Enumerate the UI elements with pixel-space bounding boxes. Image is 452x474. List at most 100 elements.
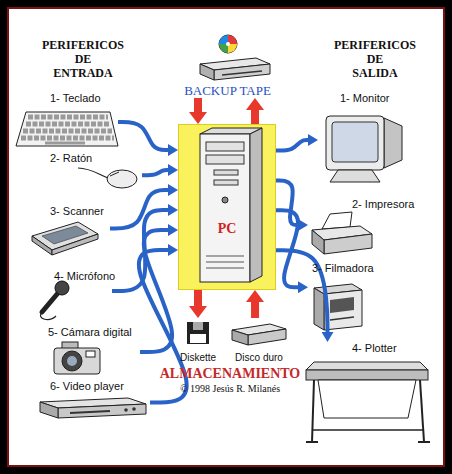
keyboard-keys <box>28 115 108 120</box>
pc-box: PC <box>178 124 276 290</box>
mouse-cable <box>78 168 108 178</box>
connector-arrow <box>276 140 308 151</box>
video-player-icon <box>58 404 146 418</box>
keyboard-keys <box>23 129 112 134</box>
tape-drive <box>200 64 214 80</box>
connector-arrow <box>142 170 168 175</box>
node-label: BACKUP TAPE <box>165 83 290 99</box>
input-device: 3- Scanner <box>28 205 110 252</box>
connector-arrow <box>140 230 172 352</box>
mouse-button <box>110 172 119 176</box>
camera-icon <box>62 342 78 349</box>
video-player-icon <box>40 402 58 418</box>
connector-arrow <box>112 210 168 291</box>
keyboard-icon <box>16 112 118 146</box>
camera-flash <box>86 351 95 357</box>
tape-drive <box>200 58 270 70</box>
tape-logo <box>219 35 228 44</box>
output-device: 1- Monitor <box>318 92 412 188</box>
copyright-note: © 1998 Jesús R. Milanés <box>140 383 320 394</box>
section-heading: ALMACENAMIENTO <box>140 366 320 382</box>
plotter-paper <box>318 380 416 418</box>
node-label: 4- Plotter <box>352 342 438 354</box>
tape-logo <box>219 44 228 53</box>
section-heading: PERIFERICOS DE SALIDA <box>325 38 425 80</box>
node-label: 5- Cámara digital <box>48 326 140 338</box>
monitor-screen <box>332 122 378 162</box>
input-device: 1- Teclado <box>14 92 118 152</box>
film-recorder-icon <box>324 290 362 330</box>
backup-tape: BACKUP TAPE <box>165 33 290 98</box>
storage-device: Diskette <box>172 318 224 366</box>
section-heading: PERIFERICOS DE ENTRADA <box>33 38 133 80</box>
connector-arrow <box>276 210 298 287</box>
input-device: 5- Cámara digital <box>30 326 140 378</box>
node-label: Diskette <box>172 352 224 363</box>
node-label: 1- Teclado <box>50 92 118 104</box>
plotter-leg <box>420 380 424 442</box>
microphone-icon <box>42 293 58 312</box>
camera-icon <box>54 348 100 374</box>
diskette-shutter <box>193 322 203 330</box>
printer-icon <box>324 234 372 254</box>
plotter-bar <box>312 429 424 431</box>
connector-arrow <box>194 98 202 112</box>
microphone-head <box>55 281 69 295</box>
video-player-button <box>132 407 136 411</box>
video-player-slot <box>70 411 110 413</box>
output-device: 4- Plotter <box>308 342 438 446</box>
connector-arrow <box>251 110 259 124</box>
input-device: 6- Video player <box>30 380 150 425</box>
node-label: 6- Video player <box>50 380 150 392</box>
keyboard-space <box>45 142 85 145</box>
printer-icon <box>312 226 372 240</box>
hard-disk-icon <box>232 324 286 335</box>
node-label: Disco duro <box>226 352 292 363</box>
camera-lens <box>67 356 77 366</box>
node-label: 3- Scanner <box>50 205 110 217</box>
keyboard-keys <box>26 122 110 127</box>
node-label: 1- Monitor <box>340 92 412 104</box>
tape-logo <box>228 44 237 53</box>
video-player-button <box>124 408 128 412</box>
scanner-side <box>32 236 52 255</box>
storage-device: Disco duro <box>226 318 292 366</box>
microphone-cable <box>41 312 56 319</box>
hard-disk-icon <box>248 329 286 345</box>
node-label: PC <box>179 221 275 237</box>
film-recorder-icon <box>314 288 324 330</box>
mouse-icon <box>107 170 137 188</box>
film-recorder-window <box>330 297 354 313</box>
input-device: 4- Micrófono <box>30 270 112 312</box>
scanner-icon <box>32 222 98 250</box>
tape-slot <box>222 71 262 75</box>
output-device: 2- Impresora <box>308 198 423 252</box>
connector-arrow <box>251 302 259 318</box>
plotter-icon <box>306 362 428 370</box>
node-label: 3- Filmadora <box>312 262 423 274</box>
connector-arrow <box>276 180 298 225</box>
connector-arrow <box>118 122 168 150</box>
printer-icon <box>312 230 324 254</box>
printer-paper <box>322 212 352 229</box>
tape-logo <box>219 35 237 53</box>
node-label: 2- Ratón <box>50 152 142 164</box>
keyboard-keys <box>21 136 114 141</box>
plotter-foot <box>306 441 318 443</box>
film-recorder-icon <box>314 284 362 294</box>
hard-disk-icon <box>232 330 248 345</box>
connector-arrow <box>194 290 202 306</box>
input-device: 2- Ratón <box>50 150 142 192</box>
camera-lens <box>62 351 82 371</box>
scanner-glass <box>42 226 88 244</box>
plotter-leg <box>312 380 314 442</box>
scanner-side <box>52 234 98 255</box>
diskette-icon <box>187 322 209 344</box>
monitor-base <box>330 170 380 182</box>
tape-logo <box>228 35 237 44</box>
diskette-label <box>190 334 206 343</box>
plotter-icon <box>306 370 428 380</box>
node-label: 4- Micrófono <box>54 270 112 282</box>
tape-drive <box>214 64 270 80</box>
